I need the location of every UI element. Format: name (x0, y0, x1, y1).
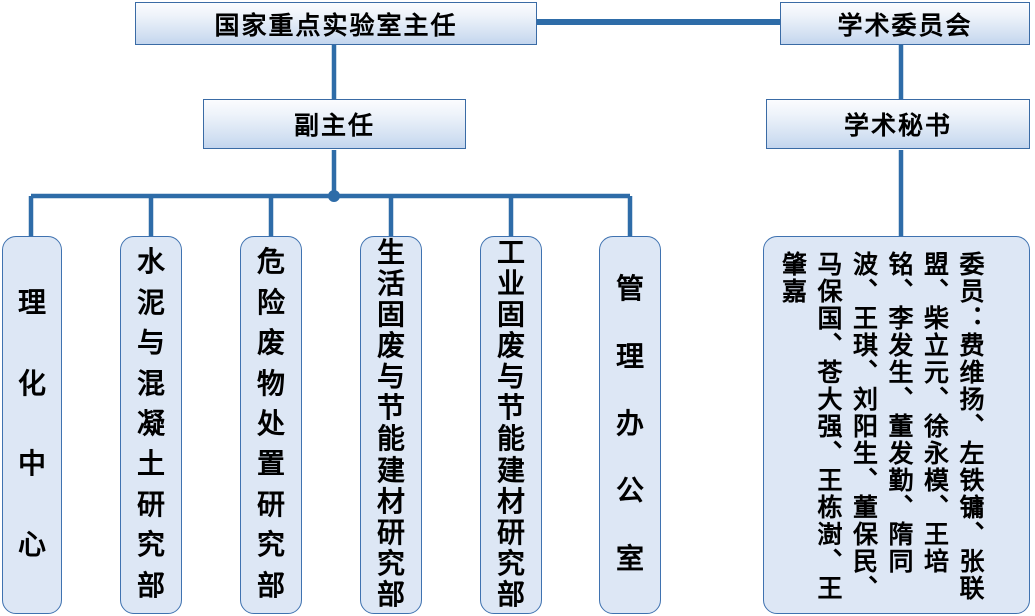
dept-char: 建 (376, 455, 405, 487)
dept-char: 业 (496, 269, 525, 301)
node-lab-director[interactable]: 国家重点实验室主任 (135, 2, 537, 45)
dept-char: 研 (496, 517, 525, 549)
dept-char: 置 (256, 449, 285, 481)
node-academic-secretary[interactable]: 学术秘书 (766, 99, 1030, 149)
dept-char: 与 (496, 362, 525, 394)
dept-char: 研 (256, 489, 285, 521)
dept-label-3: 危险废物处置研究部 (256, 237, 285, 613)
dept-char: 究 (376, 548, 405, 580)
dept-char: 究 (136, 530, 165, 562)
dept-char: 与 (136, 328, 165, 360)
dept-char: 节 (376, 393, 405, 425)
node-dept-administration-office[interactable]: 管理办公室 (599, 236, 661, 614)
dept-char: 室 (615, 543, 644, 575)
dept-char: 中 (17, 449, 46, 481)
dept-label-5: 工业固废与节能建材研究部 (496, 237, 525, 613)
node-academic-secretary-label: 学术秘书 (843, 113, 952, 140)
node-dept-cement-concrete[interactable]: 水泥与混凝土研究部 (120, 236, 182, 614)
dept-label-1: 理化中心 (17, 237, 46, 613)
node-deputy-director-label: 副主任 (293, 113, 375, 140)
dept-char: 活 (376, 269, 405, 301)
dept-label-2: 水泥与混凝土研究部 (136, 237, 165, 613)
dept-char: 废 (256, 328, 285, 360)
node-committee-members[interactable]: 委员：费维扬、左铁镛、张联盟、柴立元、徐永模、王培铭、李发生、董发勤、隋同波、王… (763, 236, 1030, 614)
dept-char: 部 (376, 579, 405, 611)
bus-junction-dot (328, 190, 340, 202)
dept-char: 废 (376, 331, 405, 363)
dept-char: 节 (496, 393, 525, 425)
dept-char: 材 (496, 486, 525, 518)
dept-char: 能 (376, 424, 405, 456)
dept-char: 工 (496, 238, 525, 270)
node-academic-committee-label: 学术委员会 (837, 12, 973, 40)
dept-char: 土 (136, 449, 165, 481)
dept-char: 究 (496, 548, 525, 580)
dept-char: 心 (17, 530, 46, 562)
dept-char: 凝 (136, 408, 165, 440)
dept-char: 部 (496, 579, 525, 611)
dept-char: 能 (496, 424, 525, 456)
dept-char: 理 (17, 287, 46, 319)
node-dept-physical-chemical-center[interactable]: 理化中心 (2, 236, 62, 614)
dept-char: 材 (376, 486, 405, 518)
node-academic-committee[interactable]: 学术委员会 (780, 2, 1030, 45)
dept-char: 废 (496, 331, 525, 363)
node-deputy-director[interactable]: 副主任 (203, 99, 466, 149)
dept-char: 险 (256, 287, 285, 319)
dept-char: 部 (256, 570, 285, 602)
dept-char: 与 (376, 362, 405, 394)
dept-label-4: 生活固废与节能建材研究部 (376, 237, 405, 613)
dept-char: 处 (256, 408, 285, 440)
committee-members-label: 委员：费维扬、左铁镛、张联盟、柴立元、徐永模、王培铭、李发生、董发勤、隋同波、王… (778, 251, 984, 602)
dept-char: 危 (256, 247, 285, 279)
dept-char: 理 (615, 341, 644, 373)
node-dept-domestic-solid-waste[interactable]: 生活固废与节能建材研究部 (360, 236, 422, 614)
dept-char: 研 (136, 489, 165, 521)
dept-char: 生 (376, 238, 405, 270)
dept-char: 固 (496, 300, 525, 332)
dept-char: 办 (615, 408, 644, 440)
dept-char: 部 (136, 570, 165, 602)
dept-label-6: 管理办公室 (615, 237, 644, 613)
node-dept-hazardous-waste[interactable]: 危险废物处置研究部 (240, 236, 302, 614)
node-lab-director-label: 国家重点实验室主任 (214, 12, 458, 40)
dept-char: 混 (136, 368, 165, 400)
dept-char: 究 (256, 530, 285, 562)
dept-char: 研 (376, 517, 405, 549)
dept-char: 管 (615, 274, 644, 306)
dept-char: 泥 (136, 287, 165, 319)
node-dept-industrial-solid-waste[interactable]: 工业固废与节能建材研究部 (480, 236, 542, 614)
dept-char: 水 (136, 247, 165, 279)
dept-char: 建 (496, 455, 525, 487)
dept-char: 物 (256, 368, 285, 400)
dept-char: 化 (17, 368, 46, 400)
dept-char: 公 (615, 476, 644, 508)
dept-char: 固 (376, 300, 405, 332)
